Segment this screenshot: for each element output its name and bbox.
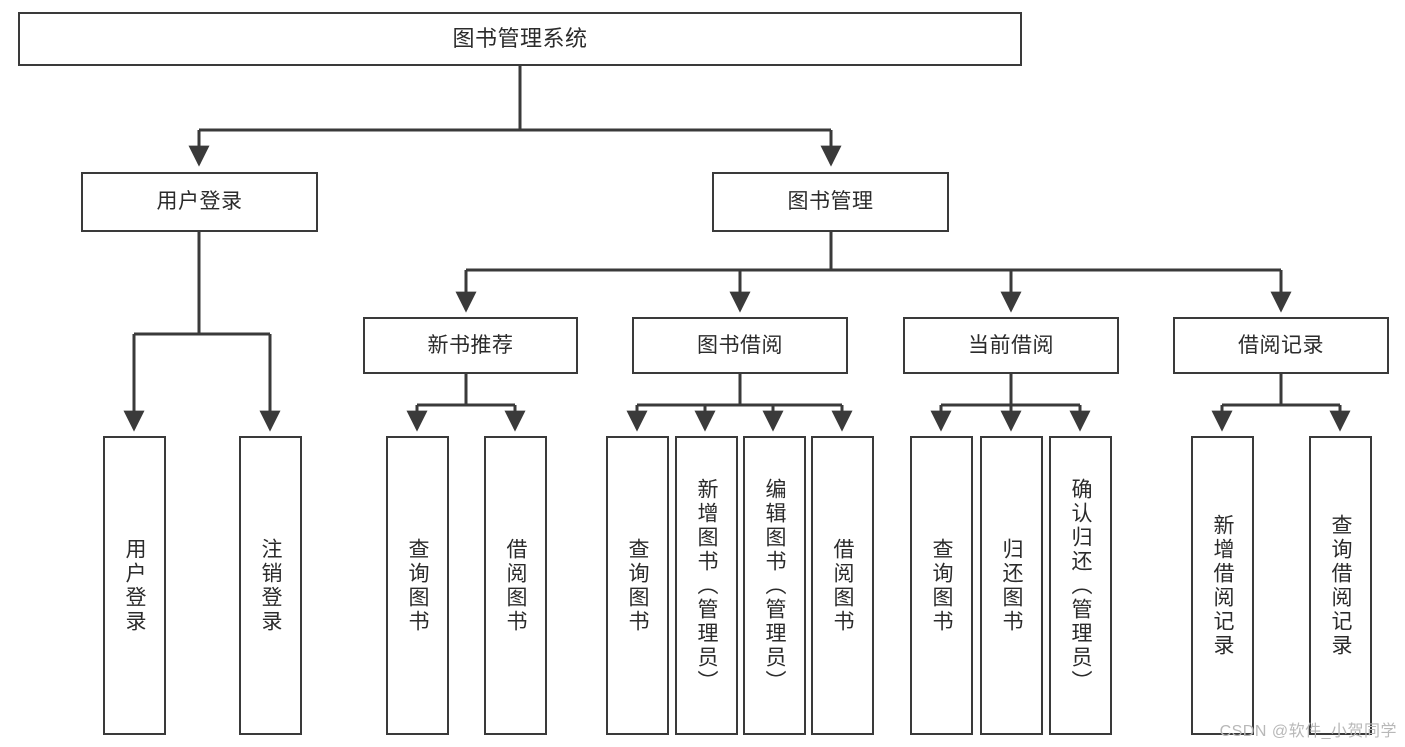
- node-book-borrow[interactable]: 图书借阅: [632, 317, 848, 374]
- node-label: 新书推荐: [427, 333, 514, 357]
- node-label: 新增图书（管理员）: [695, 477, 718, 694]
- node-root-system[interactable]: 图书管理系统: [18, 12, 1022, 66]
- node-book-management[interactable]: 图书管理: [712, 172, 949, 232]
- leaf-records-add-record[interactable]: 新增借阅记录: [1191, 436, 1254, 735]
- node-label: 图书管理系统: [452, 25, 588, 51]
- node-label: 新增借阅记录: [1211, 513, 1234, 658]
- leaf-current-return-book[interactable]: 归还图书: [980, 436, 1043, 735]
- node-current-borrow[interactable]: 当前借阅: [903, 317, 1119, 374]
- leaf-records-query-record[interactable]: 查询借阅记录: [1309, 436, 1372, 735]
- leaf-borrow-query-book[interactable]: 查询图书: [606, 436, 669, 735]
- node-label: 确认归还（管理员）: [1069, 477, 1092, 694]
- leaf-newbook-query-book[interactable]: 查询图书: [386, 436, 449, 735]
- leaf-current-confirm-return-admin[interactable]: 确认归还（管理员）: [1049, 436, 1112, 735]
- node-label: 查询图书: [406, 537, 429, 634]
- node-label: 编辑图书（管理员）: [763, 477, 786, 694]
- node-label: 用户登录: [156, 190, 243, 214]
- leaf-user-login[interactable]: 用户登录: [103, 436, 166, 735]
- leaf-newbook-borrow-book[interactable]: 借阅图书: [484, 436, 547, 735]
- node-user-login[interactable]: 用户登录: [81, 172, 318, 232]
- node-borrow-records[interactable]: 借阅记录: [1173, 317, 1389, 374]
- node-label: 查询图书: [626, 537, 649, 634]
- watermark: CSDN @软件_小贺同学: [1219, 723, 1397, 740]
- leaf-borrow-edit-book-admin[interactable]: 编辑图书（管理员）: [743, 436, 806, 735]
- node-label: 查询图书: [930, 537, 953, 634]
- node-label: 用户登录: [123, 537, 146, 634]
- leaf-user-logout[interactable]: 注销登录: [239, 436, 302, 735]
- node-label: 图书借阅: [697, 333, 783, 357]
- node-label: 图书管理: [787, 190, 874, 214]
- node-label: 注销登录: [259, 537, 282, 634]
- node-label: 借阅图书: [831, 537, 854, 634]
- node-new-book-recommend[interactable]: 新书推荐: [363, 317, 578, 374]
- node-label: 查询借阅记录: [1329, 513, 1352, 658]
- leaf-current-query-book[interactable]: 查询图书: [910, 436, 973, 735]
- leaf-borrow-add-book-admin[interactable]: 新增图书（管理员）: [675, 436, 738, 735]
- node-label: 归还图书: [1000, 537, 1023, 634]
- node-label: 当前借阅: [968, 333, 1054, 357]
- leaf-borrow-borrow-book[interactable]: 借阅图书: [811, 436, 874, 735]
- node-label: 借阅图书: [504, 537, 527, 634]
- node-label: 借阅记录: [1238, 333, 1324, 357]
